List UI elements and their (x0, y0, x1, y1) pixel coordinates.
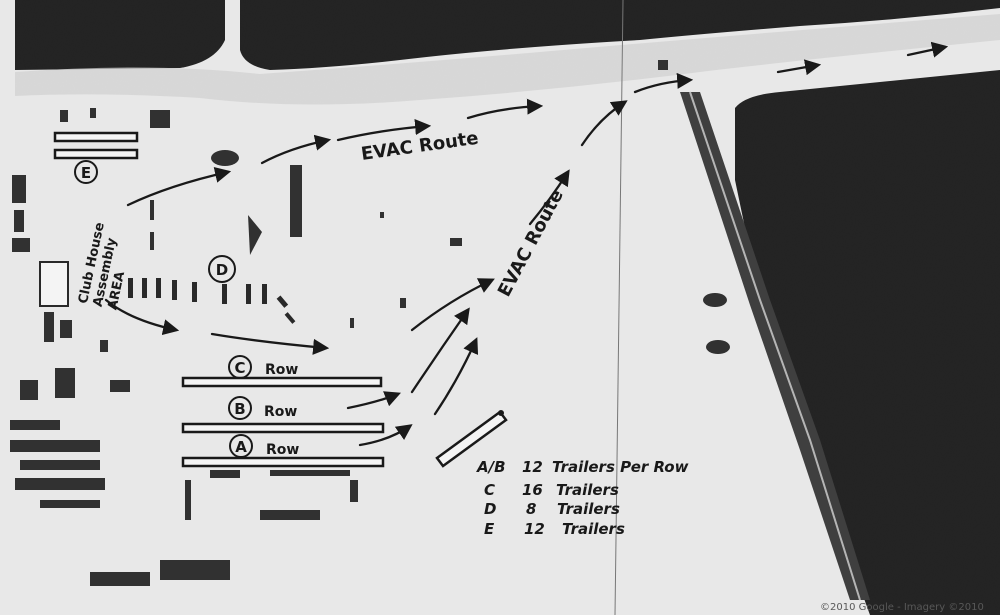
site-evacuation-map: EVAC Route EVAC Route Club House Assembl… (0, 0, 1000, 615)
grain-overlay (0, 0, 1000, 615)
map-canvas: EVAC Route EVAC Route Club House Assembl… (0, 0, 1000, 615)
